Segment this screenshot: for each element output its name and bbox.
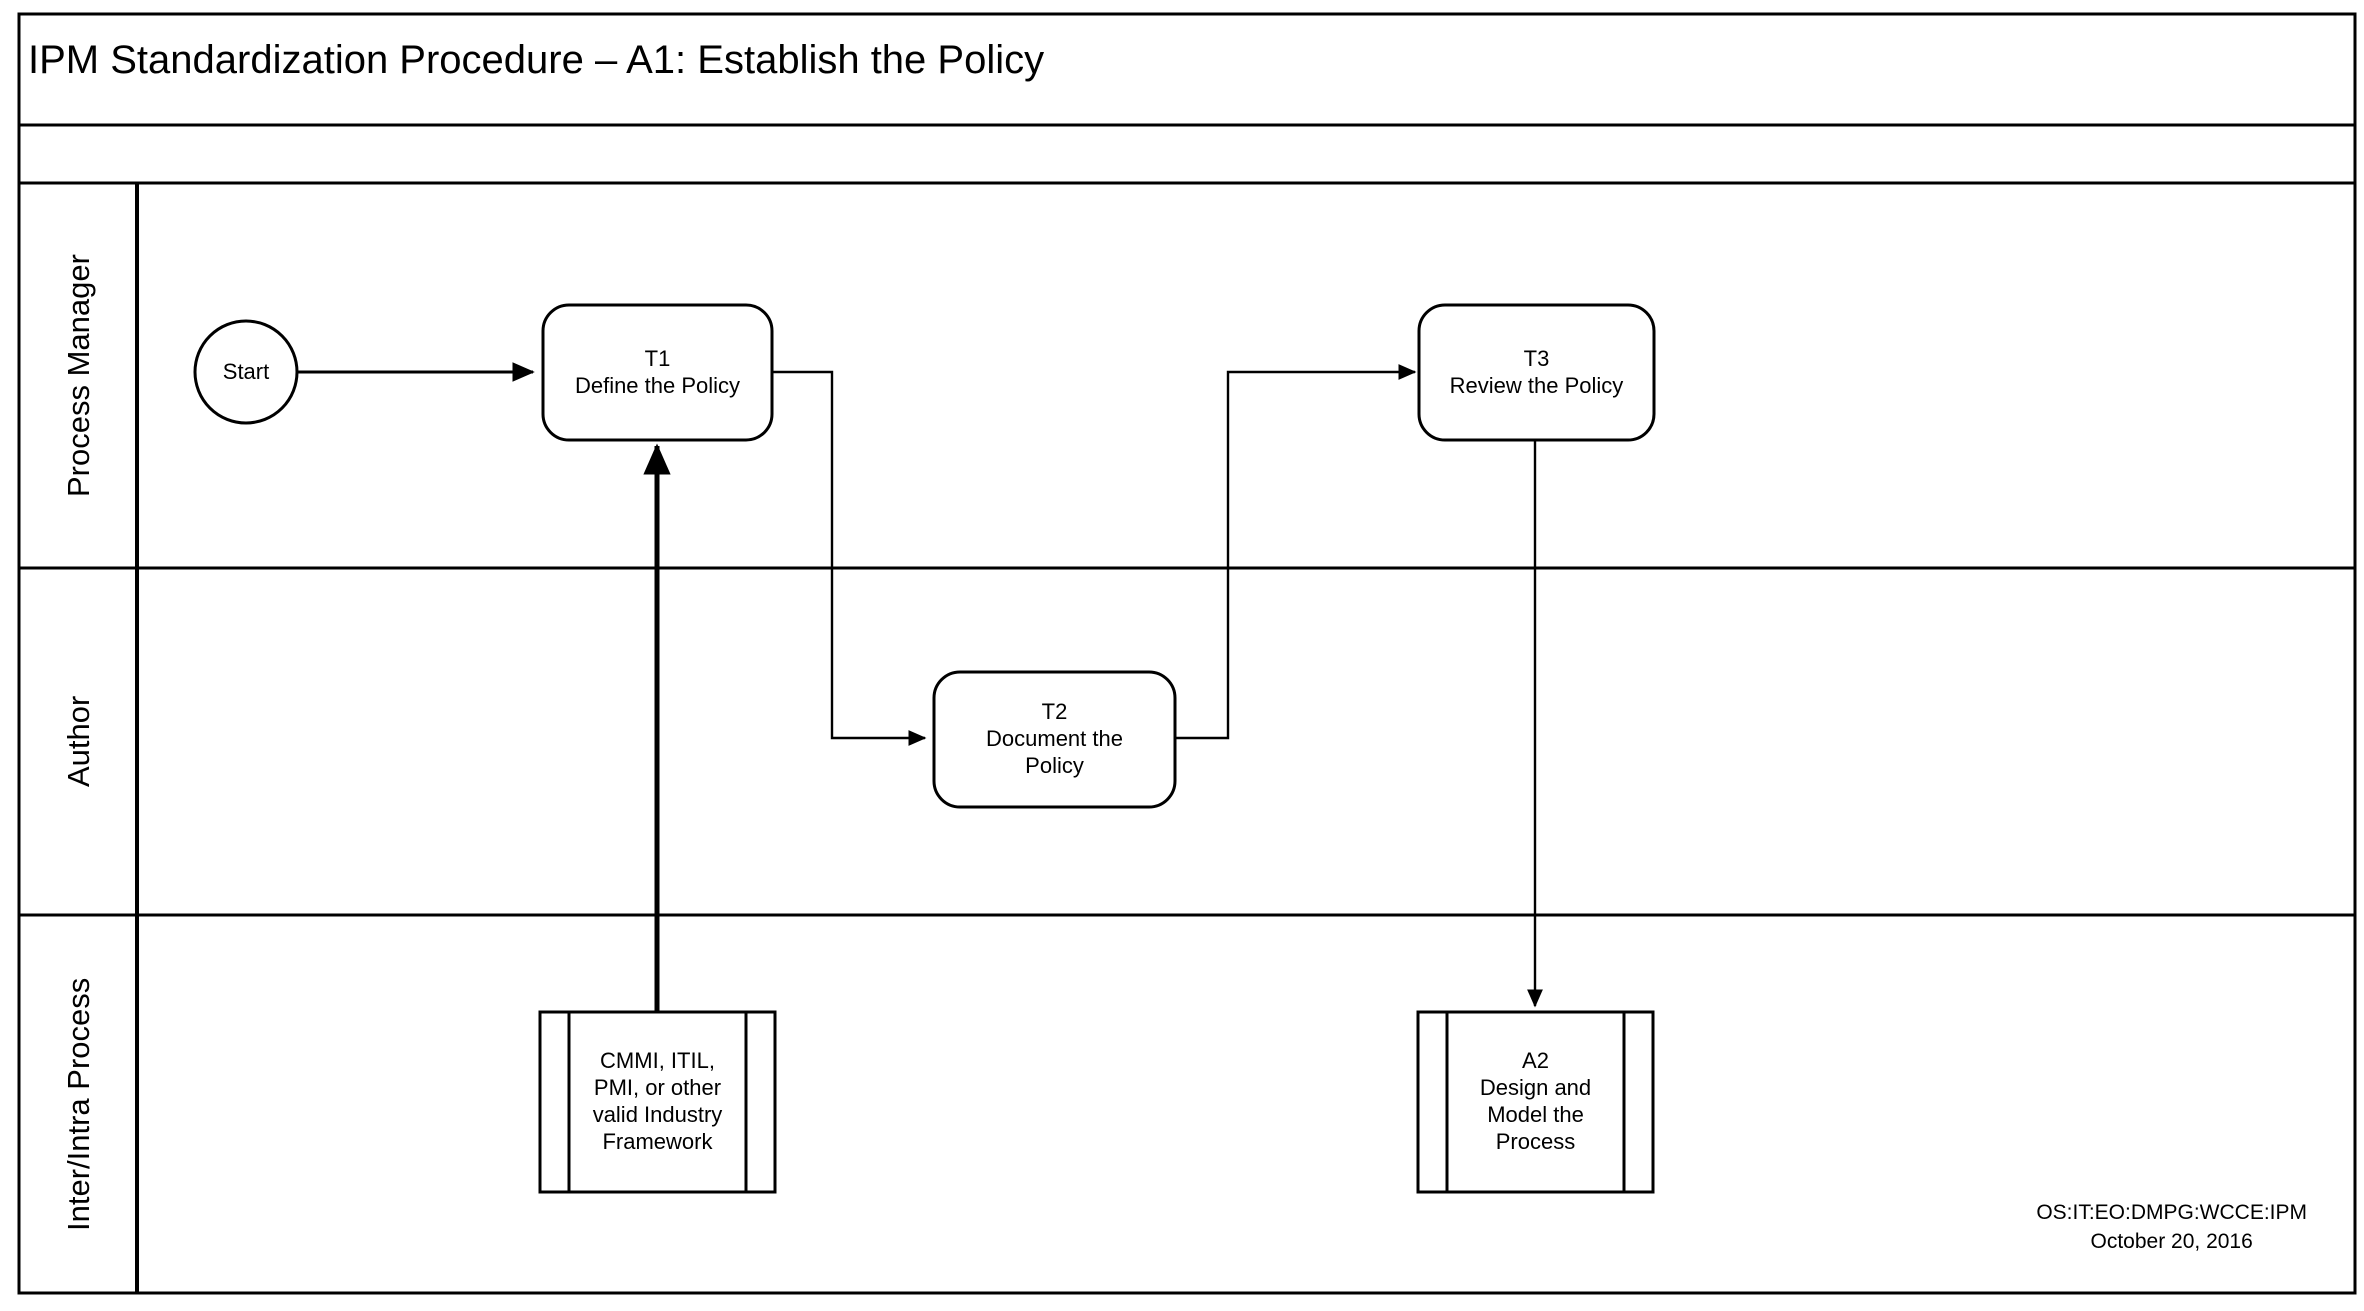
connector-t2-to-t3: [1175, 364, 1417, 740]
swimlane-grid: [19, 183, 2355, 1293]
node-framework-label[interactable]: CMMI, ITIL, PMI, or other valid Industry…: [569, 1012, 746, 1192]
node-t1-line-1: T1: [644, 345, 671, 371]
diagram-frame: [17, 12, 2357, 1295]
node-start-shape: [193, 319, 299, 425]
node-a2-label[interactable]: A2 Design and Model the Process: [1447, 1012, 1624, 1192]
node-framework-line-4: Framework: [602, 1128, 713, 1154]
connector-layer: [297, 362, 1543, 1012]
node-framework-shape: [538, 1010, 777, 1194]
lane-label-inter-intra-process: Inter/Intra Process: [61, 977, 96, 1231]
footer-date: October 20, 2016: [2090, 1229, 2253, 1253]
node-a2-line-1: A2: [1522, 1048, 1549, 1074]
node-t2-line-1: T2: [1041, 699, 1068, 725]
node-t2-line-3: Policy: [1025, 752, 1084, 778]
node-t2-line-2: Document the: [986, 726, 1123, 752]
node-a2-line-3: Model the: [1487, 1102, 1584, 1127]
node-t2-shape: [932, 670, 1177, 809]
connector-t1-to-t2: [772, 370, 927, 746]
node-t1-label[interactable]: T1 Define the Policy: [543, 305, 772, 440]
node-framework-line-2: PMI, or other: [593, 1075, 722, 1101]
node-shape-layer: [193, 303, 1656, 1194]
lane-label-author: Author: [61, 695, 96, 788]
node-t3-label[interactable]: T3 Review the Policy: [1419, 305, 1654, 440]
node-t1-line-2: Define the Policy: [574, 372, 741, 398]
node-t2-label[interactable]: T2 Document the Policy: [934, 672, 1175, 807]
node-t3-shape: [1417, 303, 1656, 442]
lane-label-process-manager: Process Manager: [61, 254, 96, 497]
node-framework-line-3: valid Industry: [592, 1102, 723, 1127]
node-t1-shape: [541, 303, 774, 442]
node-start-line-1: Start: [222, 358, 270, 384]
node-t3-line-2: Review the Policy: [1449, 372, 1624, 398]
node-a2-line-2: Design and: [1479, 1075, 1592, 1101]
node-a2-line-4: Process: [1495, 1128, 1576, 1154]
node-a2-shape: [1416, 1010, 1655, 1194]
footer-org-code: OS:IT:EO:DMPG:WCCE:IPM: [2036, 1201, 2307, 1225]
node-t3-line-1: T3: [1523, 345, 1550, 371]
node-framework-line-1: CMMI, ITIL,: [600, 1048, 715, 1074]
node-start-label[interactable]: Start: [195, 321, 297, 423]
footer-block: OS:IT:EO:DMPG:WCCE:IPM October 20, 2016: [2036, 1199, 2307, 1256]
page-title: IPM Standardization Procedure – A1: Esta…: [28, 38, 1045, 82]
